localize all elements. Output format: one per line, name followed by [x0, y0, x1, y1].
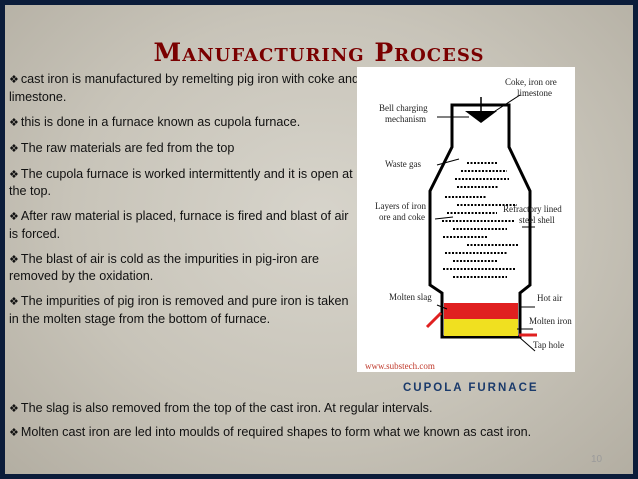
label-limestone: limestone	[517, 88, 552, 98]
label-refractory-2: steel shell	[519, 215, 555, 225]
lower-bullet-list: ❖The slag is also removed from the top o…	[9, 400, 609, 447]
bullet-item: ❖The raw materials are fed from the top	[9, 140, 361, 158]
slag-outlet-arrow	[425, 311, 443, 329]
label-waste-gas: Waste gas	[385, 159, 422, 169]
bullet-icon: ❖	[9, 168, 19, 181]
label-coke: Coke, iron ore	[505, 77, 557, 87]
bullet-item: ❖The blast of air is cold as the impurit…	[9, 251, 361, 285]
bullet-icon: ❖	[9, 74, 19, 86]
bullet-item: ❖The impurities of pig iron is removed a…	[9, 293, 361, 327]
bullet-icon: ❖	[9, 296, 19, 308]
bullet-item: ❖After raw material is placed, furnace i…	[9, 208, 361, 242]
molten-iron-layer	[444, 319, 518, 336]
label-layers-2: ore and coke	[379, 212, 425, 222]
label-molten-slag: Molten slag	[389, 292, 432, 302]
bullet-text: After raw material is placed, furnace is…	[9, 209, 349, 241]
bullet-text: cast iron is manufactured by remelting p…	[9, 72, 359, 104]
molten-slag-layer	[444, 303, 518, 319]
bullet-item: ❖this is done in a furnace known as cupo…	[9, 114, 361, 132]
bell-charging	[465, 111, 497, 123]
bullet-icon: ❖	[9, 116, 19, 129]
bullet-item: ❖The slag is also removed from the top o…	[9, 400, 609, 418]
bullet-icon: ❖	[9, 211, 19, 223]
figure-caption: CUPOLA FURNACE	[403, 382, 539, 394]
label-bell-2: mechanism	[385, 114, 426, 124]
bullet-text: The slag is also removed from the top of…	[20, 401, 433, 415]
bullet-icon: ❖	[9, 142, 19, 155]
label-bell-1: Bell charging	[379, 103, 428, 113]
bullet-text: Molten cast iron are led into moulds of …	[20, 424, 532, 439]
label-layers-1: Layers of iron	[375, 201, 426, 211]
label-hot-air: Hot air	[537, 293, 562, 303]
slide-title: Manufacturing Process	[153, 38, 485, 67]
label-refractory-1: Refractory lined	[503, 204, 562, 214]
bullet-icon: ❖	[9, 403, 19, 415]
furnace-shell	[428, 103, 532, 339]
bullet-item: ❖Molten cast iron are led into moulds of…	[9, 424, 609, 442]
bullet-icon: ❖	[9, 426, 19, 439]
bullet-text: The cupola furnace is worked intermitten…	[9, 166, 353, 199]
page-number: 10	[591, 454, 603, 465]
bullet-icon: ❖	[9, 253, 19, 266]
cupola-furnace-diagram: Coke, iron ore limestone Bell charging m…	[357, 67, 575, 372]
bullet-item: ❖cast iron is manufactured by remelting …	[9, 71, 361, 105]
label-leaders	[434, 94, 536, 352]
label-tap-hole: Tap hole	[533, 340, 564, 350]
figure-credit: www.substech.com	[365, 361, 435, 371]
charge-layers	[442, 162, 519, 278]
bullet-item: ❖The cupola furnace is worked intermitte…	[9, 166, 361, 200]
bullet-list: ❖cast iron is manufactured by remelting …	[9, 71, 361, 336]
bullet-text: The blast of air is cold as the impuriti…	[9, 251, 320, 284]
bullet-text: The impurities of pig iron is removed an…	[9, 294, 349, 326]
label-molten-iron: Molten iron	[529, 316, 572, 326]
furnace-svg: Coke, iron ore limestone Bell charging m…	[375, 77, 572, 352]
slide: Manufacturing Process ❖cast iron is manu…	[5, 5, 633, 474]
bullet-text: The raw materials are fed from the top	[20, 140, 235, 155]
bullet-text: this is done in a furnace known as cupol…	[20, 114, 301, 129]
